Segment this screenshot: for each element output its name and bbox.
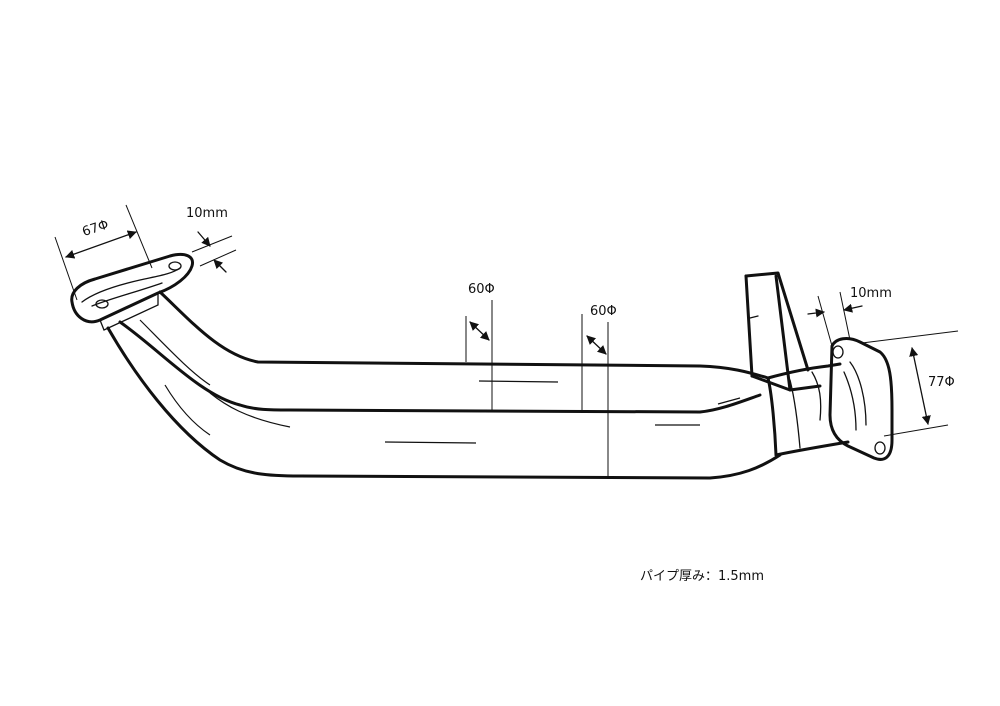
pipe-thickness-note: パイプ厚み：1.5mm [640,569,764,584]
outlet-flange [828,337,894,461]
inlet-flange [70,252,195,331]
collector-joint [766,362,850,457]
bracket [744,271,822,392]
dim-inlet-thickness: 10mm [186,206,237,273]
inlet-diameter-label: 67Φ [81,217,111,240]
dim-outlet-thickness: 10mm [807,286,892,347]
dim-outlet-diameter: 77Φ [861,330,959,437]
pipe-body [106,290,782,480]
pipe-diameter-1-label: 60Φ [468,282,495,297]
pipe-diameter-2-label: 60Φ [590,304,617,319]
dim-pipe-diameter-1: 60Φ [465,282,495,410]
dim-pipe-diameter-2: 60Φ [581,304,617,476]
outlet-thickness-label: 10mm [850,286,892,301]
inlet-thickness-label: 10mm [186,206,228,221]
outlet-diameter-label: 77Φ [928,375,955,390]
dim-inlet-diameter: 67Φ [54,204,153,301]
